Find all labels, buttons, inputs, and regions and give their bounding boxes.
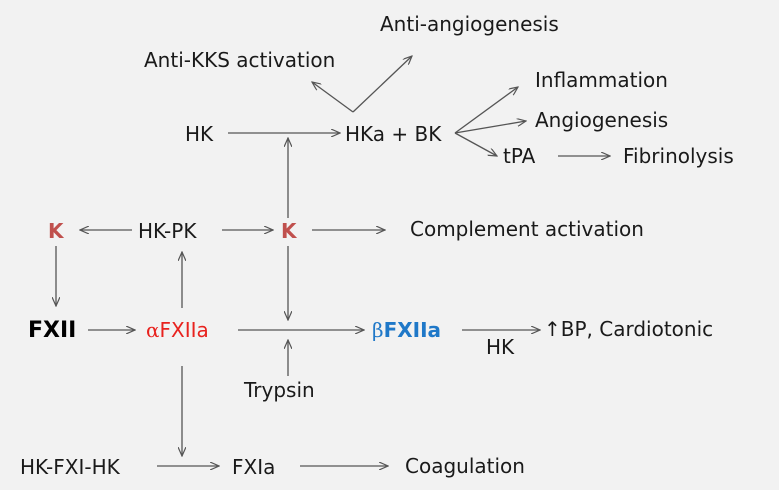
arrow-to-anti-angiogenesis <box>352 56 412 113</box>
alpha-fxiia-text: FXIIa <box>159 318 209 342</box>
tpa-label: tPA <box>503 144 536 168</box>
anti-kks-activation-label: Anti-KKS activation <box>144 48 336 72</box>
hk-edge-label: HK <box>486 335 515 359</box>
kallikrein-left-label: K <box>48 219 64 243</box>
alpha-fxiia-label: αFXIIa <box>146 320 209 340</box>
trypsin-label: Trypsin <box>244 378 315 402</box>
arrow-to-anti-kks <box>312 82 354 113</box>
fxii-label: FXII <box>28 318 77 343</box>
complement-activation-label: Complement activation <box>410 217 644 241</box>
alpha-symbol: α <box>146 318 160 342</box>
inflammation-label: Inflammation <box>535 68 668 92</box>
hk-pk-label: HK-PK <box>138 219 197 243</box>
fibrinolysis-label: Fibrinolysis <box>623 144 734 168</box>
coagulation-label: Coagulation <box>405 454 525 478</box>
fxia-label: FXIa <box>232 455 276 479</box>
anti-angiogenesis-label: Anti-angiogenesis <box>380 12 559 36</box>
kallikrein-center-label: K <box>281 219 297 243</box>
beta-fxiia-label: βFXIIa <box>372 320 441 340</box>
arrow-bk-to-tpa <box>454 132 497 156</box>
beta-symbol: β <box>372 318 384 342</box>
hka-bk-label: HKa + BK <box>345 122 442 146</box>
arrow-bk-to-angiogenesis <box>454 121 526 134</box>
bp-cardiotonic-label: ↑BP, Cardiotonic <box>544 317 714 341</box>
hk-label: HK <box>185 122 214 146</box>
arrow-bk-to-inflammation <box>454 87 518 134</box>
beta-fxiia-text: FXIIa <box>383 318 442 342</box>
hk-fxi-hk-label: HK-FXI-HK <box>20 455 120 479</box>
angiogenesis-label: Angiogenesis <box>535 108 669 132</box>
